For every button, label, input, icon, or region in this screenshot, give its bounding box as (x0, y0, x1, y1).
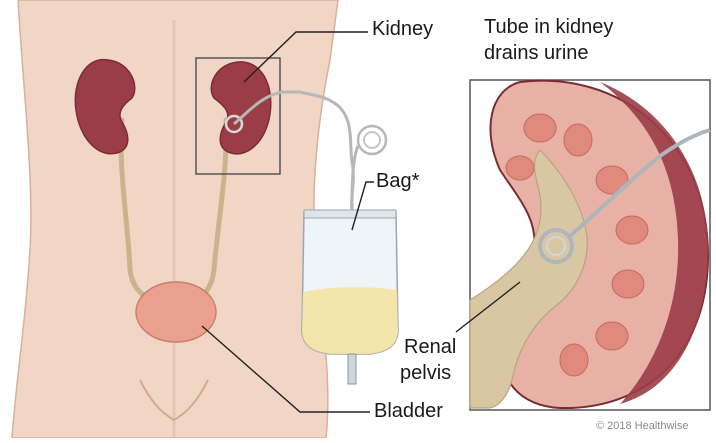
label-kidney: Kidney (372, 18, 433, 41)
label-renal-line2: pelvis (400, 362, 451, 385)
bladder (136, 282, 216, 342)
tube-loop-inner (364, 132, 380, 148)
label-bladder: Bladder (374, 400, 443, 423)
inset-title-line2: drains urine (484, 42, 589, 65)
tube-to-bag (352, 146, 358, 210)
label-renal-line1: Renal (404, 336, 456, 359)
bag-valve (348, 354, 356, 384)
tube-loop (358, 126, 386, 154)
bag-top-rim (304, 210, 396, 218)
label-bag: Bag* (376, 170, 419, 193)
bag-urine (302, 287, 398, 354)
copyright-text: © 2018 Healthwise (596, 420, 689, 432)
inset-title-line1: Tube in kidney (484, 16, 613, 39)
